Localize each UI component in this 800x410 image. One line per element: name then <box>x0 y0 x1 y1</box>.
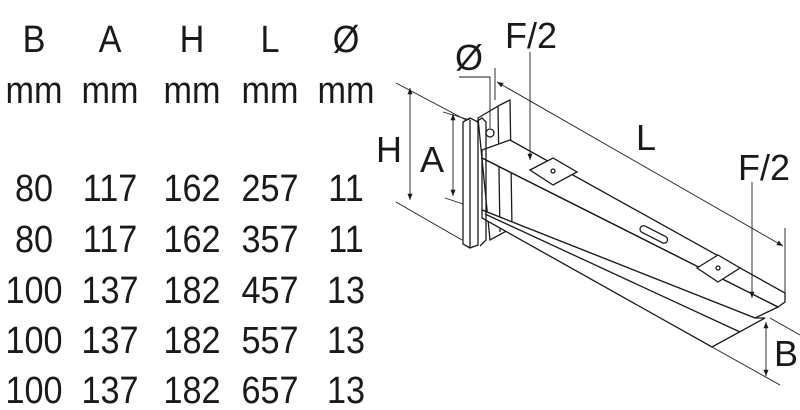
table-cell: 457 <box>241 270 299 312</box>
table-cell: 137 <box>81 270 139 312</box>
column-header: L <box>260 19 280 61</box>
column-header: B <box>22 19 46 61</box>
table-cell: 80 <box>14 168 54 210</box>
table-cell: 182 <box>163 320 221 362</box>
table-cell: 162 <box>163 219 221 261</box>
column-unit: mm <box>5 70 63 112</box>
table-cell: 357 <box>241 219 299 261</box>
table-cell: 13 <box>326 320 366 362</box>
dimension-lines <box>395 52 800 386</box>
table-cell: 100 <box>5 320 63 362</box>
table-cell: 13 <box>326 270 366 312</box>
table-cell: 162 <box>163 168 221 210</box>
column-unit: mm <box>163 70 221 112</box>
f-half-left-label: F/2 <box>505 15 557 56</box>
b-label: B <box>774 333 798 374</box>
table-cell: 11 <box>328 168 364 210</box>
table-cell: 117 <box>82 168 138 210</box>
table-cell: 257 <box>241 168 299 210</box>
column-header: A <box>98 19 122 61</box>
column-unit: mm <box>241 70 299 112</box>
f-half-right-label: F/2 <box>738 147 790 188</box>
column-unit: mm <box>81 70 139 112</box>
table-cell: 137 <box>81 370 139 410</box>
table-cell: 13 <box>326 370 366 410</box>
length-label: L <box>636 117 656 158</box>
bracket-outline <box>462 98 786 348</box>
table-cell: 137 <box>81 320 139 362</box>
a-label: A <box>420 139 444 180</box>
table-cell: 117 <box>82 219 138 261</box>
table-cell: 657 <box>241 370 299 410</box>
table-cell: 100 <box>5 370 63 410</box>
table-cell: 11 <box>328 219 364 261</box>
table-cell: 100 <box>5 270 63 312</box>
column-header: Ø <box>332 19 360 61</box>
table-cell: 182 <box>163 270 221 312</box>
diameter-label: Ø <box>455 37 483 78</box>
table-cell: 557 <box>241 320 299 362</box>
column-unit: mm <box>317 70 375 112</box>
table-cell: 182 <box>163 370 221 410</box>
column-header: H <box>179 19 205 61</box>
table-cell: 80 <box>14 219 54 261</box>
height-label: H <box>376 129 402 170</box>
